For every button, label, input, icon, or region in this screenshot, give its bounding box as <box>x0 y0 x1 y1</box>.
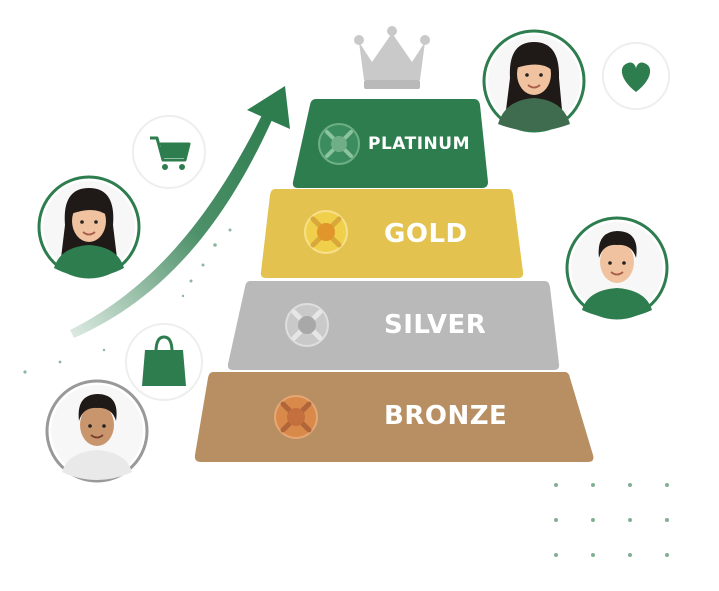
tier-gold <box>260 189 524 278</box>
silver-medal-icon <box>285 303 329 347</box>
growth-arrow-icon <box>23 86 290 374</box>
shopping-bag-icon <box>125 323 203 401</box>
crown-icon <box>354 26 430 89</box>
shopping-cart-icon <box>132 115 206 189</box>
avatar-woman-left <box>37 175 141 279</box>
tier-label-platinum: PLATINUM <box>368 134 470 154</box>
gold-medal-icon <box>304 210 348 254</box>
tier-label-gold: GOLD <box>384 219 468 249</box>
avatar-woman-top-right <box>482 29 586 133</box>
avatar-man-bottom-left <box>45 379 149 483</box>
heart-icon <box>602 42 670 110</box>
bronze-medal-icon <box>274 395 318 439</box>
tier-label-silver: SILVER <box>384 310 487 340</box>
platinum-medal-icon <box>318 123 360 165</box>
tier-platinum <box>292 99 488 188</box>
tier-bronze <box>194 372 594 462</box>
tier-silver <box>227 281 560 370</box>
decorative-dot-grid <box>554 483 669 557</box>
tier-label-bronze: BRONZE <box>384 401 508 431</box>
avatar-man-right <box>565 216 669 320</box>
